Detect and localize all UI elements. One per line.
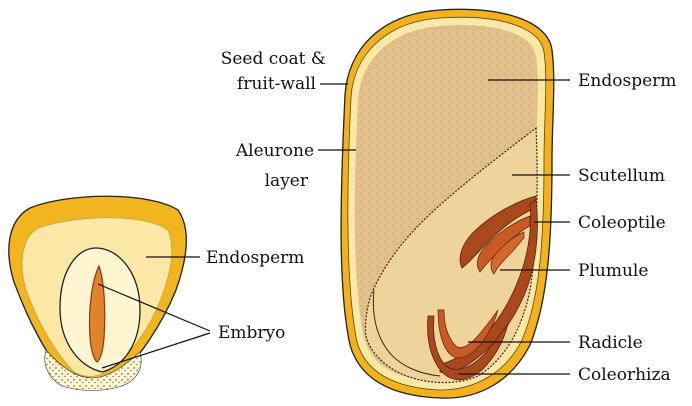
labels: Seed coat & fruit-wall Aleurone layer En… bbox=[206, 49, 676, 385]
label-coleoptile: Coleoptile bbox=[578, 213, 666, 233]
label-seed-coat: Seed coat & bbox=[221, 49, 326, 69]
coleoptile bbox=[459, 195, 537, 269]
small-grain-embryo-axis bbox=[88, 264, 106, 363]
label-aleurone: Aleurone bbox=[235, 141, 314, 161]
radicle bbox=[437, 309, 499, 359]
label-endosperm-left: Endosperm bbox=[206, 248, 304, 268]
leader-lines bbox=[97, 79, 570, 375]
label-embryo: Embryo bbox=[218, 323, 285, 343]
label-endosperm-right: Endosperm bbox=[578, 71, 676, 91]
label-aleurone-layer: layer bbox=[265, 171, 309, 191]
label-radicle: Radicle bbox=[578, 333, 643, 353]
plumule-outer bbox=[477, 215, 531, 273]
label-fruit-wall: fruit-wall bbox=[237, 74, 316, 94]
coleorhiza bbox=[427, 315, 509, 381]
leader-embryo-a bbox=[97, 283, 211, 332]
label-plumule: Plumule bbox=[578, 261, 648, 281]
leader-embryo-b bbox=[101, 332, 211, 369]
label-scutellum: Scutellum bbox=[578, 166, 665, 186]
small-grain bbox=[8, 195, 187, 391]
label-coleorhiza: Coleorhiza bbox=[578, 365, 671, 385]
grain-section bbox=[340, 8, 555, 399]
plumule-inner bbox=[490, 231, 525, 275]
small-grain-dotted-base bbox=[44, 349, 142, 391]
scutellum-inner-line bbox=[372, 289, 441, 377]
